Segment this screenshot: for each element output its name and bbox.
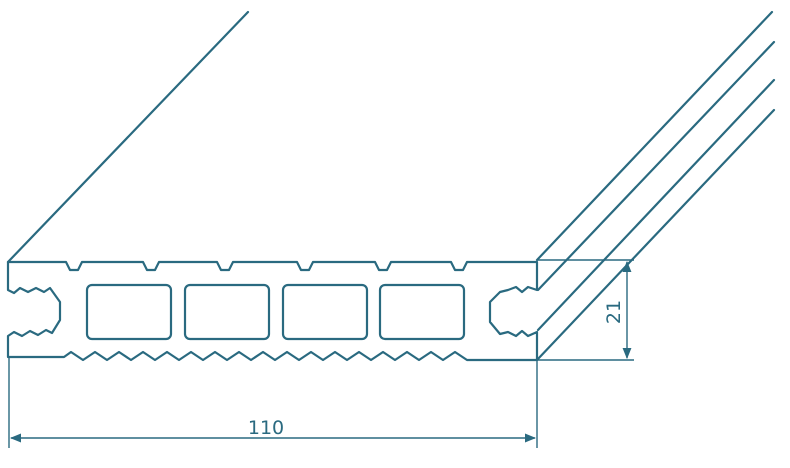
groove-top-extrusion-line <box>536 40 776 292</box>
hollow-chamber-1 <box>85 283 173 341</box>
board-outline <box>6 10 776 448</box>
height-dimension-label: 21 <box>603 300 625 324</box>
bottom-right-extrusion-line <box>535 108 776 362</box>
hollow-chamber-3 <box>281 283 369 341</box>
groove-bottom-extrusion-line <box>536 78 776 332</box>
hollow-chamber-4 <box>378 283 466 341</box>
board-profile-outline <box>6 260 539 362</box>
top-right-extrusion-line <box>535 10 774 262</box>
width-dimension-label: 110 <box>248 417 284 439</box>
hollow-chamber-2 <box>183 283 271 341</box>
top-left-extrusion-line <box>6 10 250 264</box>
